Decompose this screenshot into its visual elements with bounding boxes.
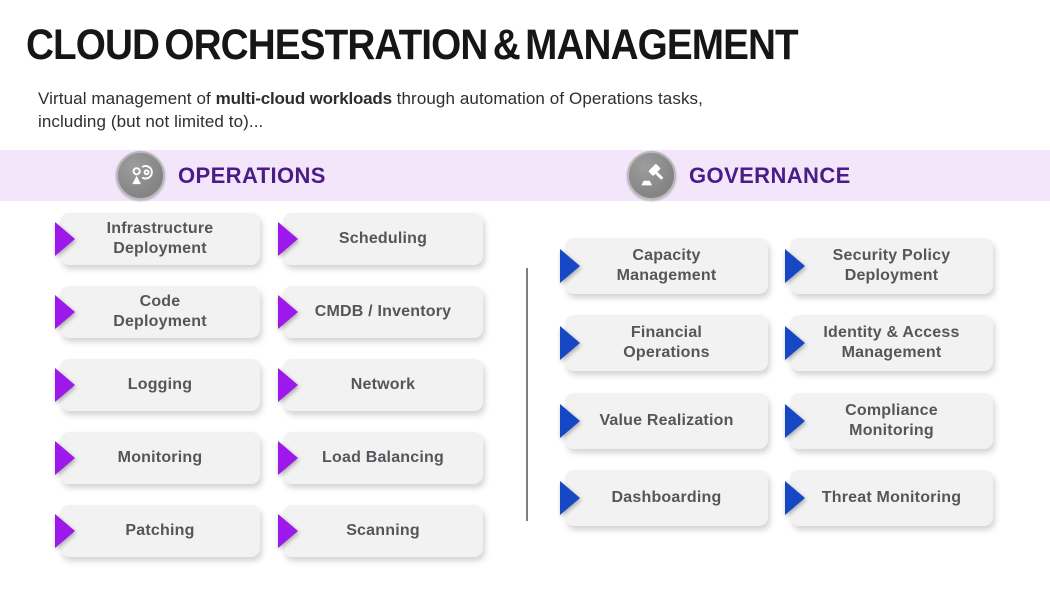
person-gear-icon	[116, 151, 165, 200]
task-card-compliance-monitoring: Compliance Monitoring	[785, 393, 993, 449]
arrow-icon	[55, 368, 75, 402]
arrow-icon	[560, 481, 580, 515]
task-card-monitoring: Monitoring	[55, 432, 260, 484]
task-card-cmdb-inventory: CMDB / Inventory	[278, 286, 483, 338]
task-label: Scanning	[346, 522, 420, 540]
operations-header: OPERATIONS	[116, 150, 326, 201]
section-header-band	[0, 150, 1050, 201]
task-card-identity-access-management: Identity & Access Management	[785, 315, 993, 371]
subtitle: Virtual management of multi-cloud worklo…	[38, 88, 938, 133]
arrow-icon	[278, 295, 298, 329]
arrow-icon	[785, 404, 805, 438]
arrow-icon	[278, 514, 298, 548]
subtitle-prefix: Virtual management of	[38, 89, 216, 108]
arrow-icon	[785, 326, 805, 360]
task-label: Logging	[127, 376, 193, 394]
arrow-icon	[55, 514, 75, 548]
task-label: Threat Monitoring	[821, 489, 962, 507]
task-card-value-realization: Value Realization	[560, 393, 768, 449]
task-label: Capacity Management	[616, 247, 717, 284]
task-label: Financial Operations	[623, 324, 710, 361]
section-divider	[526, 268, 528, 521]
task-card-capacity-management: Capacity Management	[560, 238, 768, 294]
task-label: Network	[350, 376, 416, 394]
task-card-threat-monitoring: Threat Monitoring	[785, 470, 993, 526]
task-card-load-balancing: Load Balancing	[278, 432, 483, 484]
arrow-icon	[560, 249, 580, 283]
task-card-patching: Patching	[55, 505, 260, 557]
task-label: Value Realization	[599, 412, 734, 430]
subtitle-bold-phrase: multi-cloud workloads	[215, 89, 392, 108]
arrow-icon	[278, 441, 298, 475]
task-card-network: Network	[278, 359, 483, 411]
gavel-icon	[627, 151, 676, 200]
task-label: Security Policy Deployment	[832, 247, 951, 284]
arrow-icon	[560, 326, 580, 360]
arrow-icon	[55, 295, 75, 329]
task-label: Identity & Access Management	[823, 324, 960, 361]
arrow-icon	[560, 404, 580, 438]
page-title: CLOUD ORCHESTRATION & MANAGEMENT	[26, 21, 799, 69]
arrow-icon	[278, 368, 298, 402]
arrow-icon	[785, 481, 805, 515]
governance-header: GOVERNANCE	[627, 150, 851, 201]
task-label: Scheduling	[338, 230, 428, 248]
task-card-infrastructure-deployment: Infrastructure Deployment	[55, 213, 260, 265]
task-label: Compliance Monitoring	[845, 402, 938, 439]
arrow-icon	[55, 222, 75, 256]
task-label: Dashboarding	[611, 489, 722, 507]
task-card-dashboarding: Dashboarding	[560, 470, 768, 526]
governance-label: GOVERNANCE	[689, 162, 851, 188]
task-card-security-policy-deployment: Security Policy Deployment	[785, 238, 993, 294]
operations-label: OPERATIONS	[178, 162, 326, 188]
task-label: Code Deployment	[113, 293, 207, 330]
arrow-icon	[55, 441, 75, 475]
arrow-icon	[278, 222, 298, 256]
subtitle-suffix: through automation of Operations tasks, …	[38, 89, 703, 131]
task-label: Monitoring	[117, 449, 203, 467]
task-label: CMDB / Inventory	[314, 303, 452, 321]
arrow-icon	[785, 249, 805, 283]
task-card-code-deployment: Code Deployment	[55, 286, 260, 338]
task-card-scheduling: Scheduling	[278, 213, 483, 265]
task-card-scanning: Scanning	[278, 505, 483, 557]
task-label: Infrastructure Deployment	[106, 220, 214, 257]
task-label: Load Balancing	[322, 449, 444, 467]
task-label: Patching	[125, 522, 195, 540]
task-card-financial-operations: Financial Operations	[560, 315, 768, 371]
task-card-logging: Logging	[55, 359, 260, 411]
